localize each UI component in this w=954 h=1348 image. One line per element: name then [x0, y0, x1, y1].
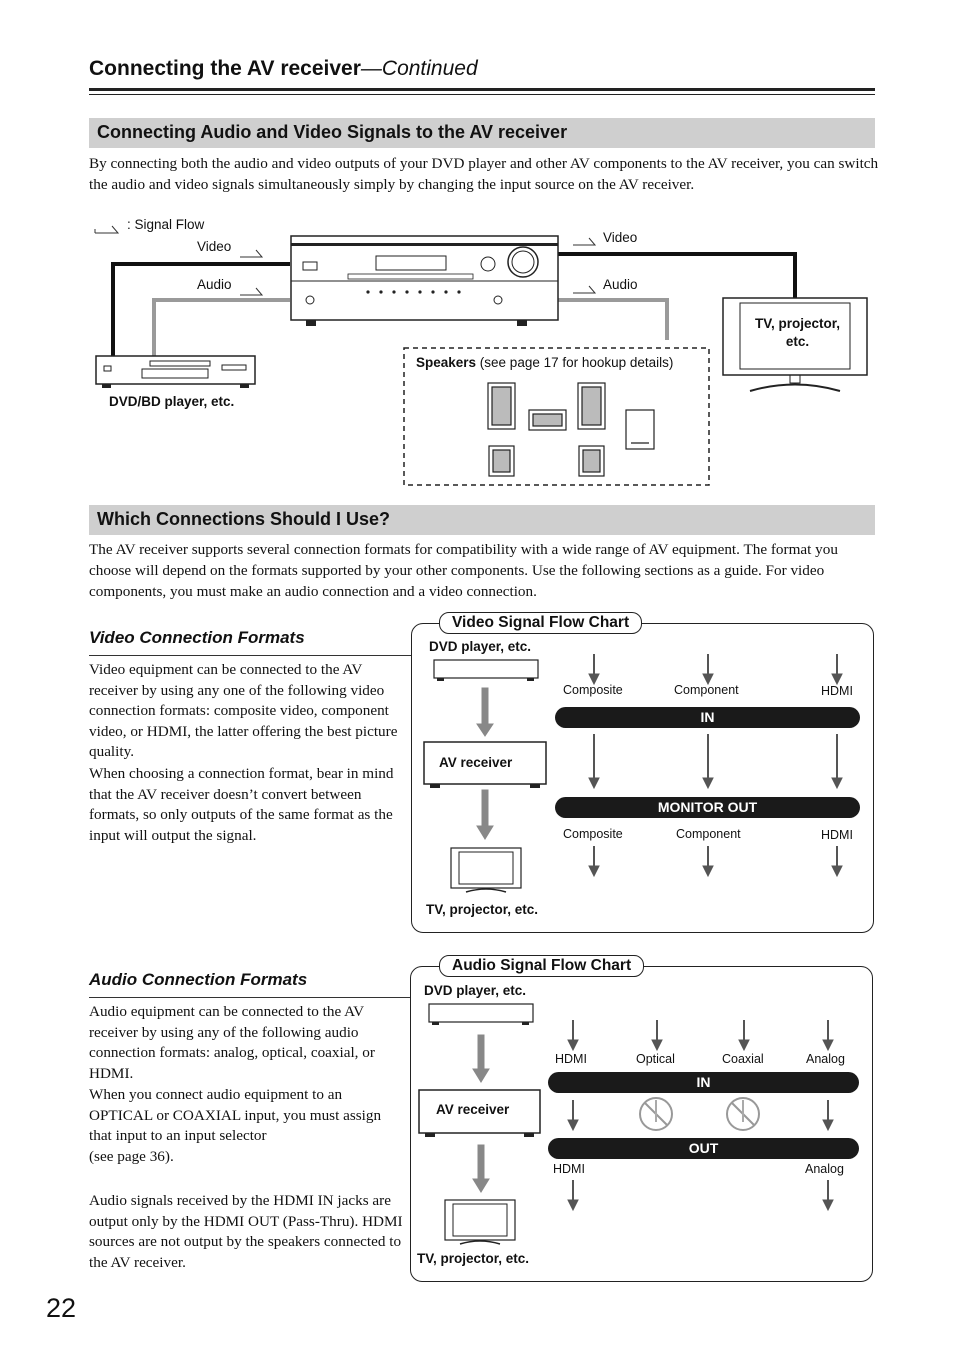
audio-in-hdmi: HDMI	[555, 1052, 587, 1066]
no-output-icons	[639, 1097, 760, 1131]
video-in-component: Component	[674, 683, 739, 697]
video-formats-para1: Video equipment can be connected to the …	[89, 661, 398, 760]
audio-in-optical: Optical	[636, 1052, 675, 1066]
audio-formats-heading: Audio Connection Formats	[89, 970, 308, 989]
audio-out-hdmi: HDMI	[553, 1162, 585, 1176]
audio-formats-rule	[89, 997, 411, 998]
audio-formats-para2-main: When you connect audio equipment to an O…	[89, 1086, 382, 1144]
connection-diagram: : Signal Flow Video Audio Video Audio DV…	[0, 0, 954, 500]
section-bar-which: Which Connections Should I Use?	[89, 505, 875, 535]
page-number: 22	[46, 1293, 77, 1323]
video-formats-para2: When choosing a connection format, bear …	[89, 765, 394, 844]
audio-formats-para1: Audio equipment can be connected to the …	[89, 1003, 375, 1082]
av-receiver-illustration	[290, 235, 559, 326]
audio-out-bar: OUT	[548, 1138, 859, 1159]
header-rule	[89, 88, 875, 91]
signal-flow-icon	[94, 225, 120, 234]
video-out-component: Component	[676, 827, 741, 841]
header-continued: —Continued	[360, 57, 478, 80]
tv-projector-label: TV, projector, etc.	[754, 316, 841, 349]
audio-left-label: Audio	[197, 277, 232, 292]
page-header: Connecting the AV receiver—Continued	[89, 57, 478, 81]
audio-formats-para2: When you connect audio equipment to an O…	[89, 1085, 389, 1167]
audio-formats-para2-ref: (see page 36).	[89, 1147, 174, 1165]
dvd-player-label: DVD/BD player, etc.	[109, 394, 235, 409]
section-title-connecting: Connecting Audio and Video Signals to th…	[97, 122, 568, 142]
audio-chart-receiver: AV receiver	[436, 1102, 510, 1117]
video-formats-rule	[89, 655, 411, 656]
audio-right-label: Audio	[603, 277, 638, 292]
speakers-box	[403, 347, 710, 486]
speakers-illustration	[487, 382, 655, 477]
section-title-which: Which Connections Should I Use?	[97, 509, 391, 529]
video-chart-receiver: AV receiver	[439, 755, 513, 770]
audio-chart-display: TV, projector, etc.	[417, 1251, 530, 1266]
video-monitor-out-bar: MONITOR OUT	[555, 797, 860, 818]
audio-chart-source: DVD player, etc.	[424, 983, 527, 998]
video-right-label: Video	[603, 230, 638, 245]
video-chart-title: Video Signal Flow Chart	[439, 612, 643, 634]
audio-in-bar: IN	[548, 1072, 859, 1093]
video-in-bar: IN	[555, 707, 860, 728]
speakers-note: (see page 17 for hookup details)	[476, 355, 674, 370]
video-in-hdmi: HDMI	[821, 684, 853, 698]
tv-illustration	[722, 297, 868, 392]
section1-paragraph: By connecting both the audio and video o…	[89, 155, 879, 193]
video-out-hdmi: HDMI	[821, 828, 853, 842]
video-chart-display: TV, projector, etc.	[426, 902, 539, 917]
audio-in-coaxial: Coaxial	[722, 1052, 764, 1066]
audio-formats-para3: Audio signals received by the HDMI IN ja…	[89, 1192, 403, 1271]
video-out-composite: Composite	[563, 827, 623, 841]
speakers-label: Speakers (see page 17 for hookup details…	[416, 355, 673, 370]
video-in-composite: Composite	[563, 683, 623, 697]
video-left-label: Video	[197, 239, 232, 254]
diagram-graphics	[94, 225, 868, 486]
video-chart-source: DVD player, etc.	[429, 639, 532, 654]
header-rule-thin	[89, 94, 875, 95]
signal-flow-label: : Signal Flow	[127, 217, 205, 232]
video-formats-heading: Video Connection Formats	[89, 628, 305, 647]
video-chart-box	[411, 623, 874, 933]
header-title: Connecting the AV receiver	[89, 57, 361, 80]
speakers-bold: Speakers	[416, 355, 477, 370]
audio-out-analog: Analog	[805, 1162, 844, 1176]
audio-chart-title: Audio Signal Flow Chart	[439, 955, 645, 977]
section-bar-connecting: Connecting Audio and Video Signals to th…	[89, 118, 875, 148]
section2-paragraph: The AV receiver supports several connect…	[89, 541, 838, 600]
audio-in-analog: Analog	[806, 1052, 845, 1066]
dvd-player-illustration	[95, 355, 256, 388]
